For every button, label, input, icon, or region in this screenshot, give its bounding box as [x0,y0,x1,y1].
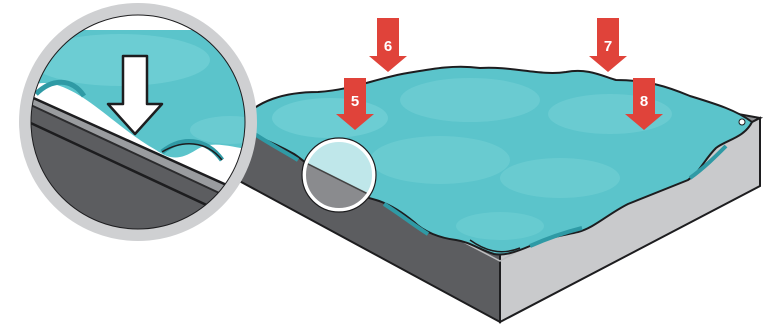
marker-label: 7 [604,38,612,55]
marker-8: 8 [625,78,663,130]
marker-5: 5 [336,78,374,130]
marker-label: 8 [640,93,648,110]
marker-label: 6 [384,38,392,55]
magnifier-spot [301,137,377,213]
water-bladder [238,65,754,256]
zoom-ring [19,3,257,241]
marker-7: 7 [589,18,627,72]
marker-6: 6 [369,18,407,72]
pressure-arrow [106,54,164,136]
marker-label: 5 [351,93,359,110]
zoom-detail [19,3,257,241]
